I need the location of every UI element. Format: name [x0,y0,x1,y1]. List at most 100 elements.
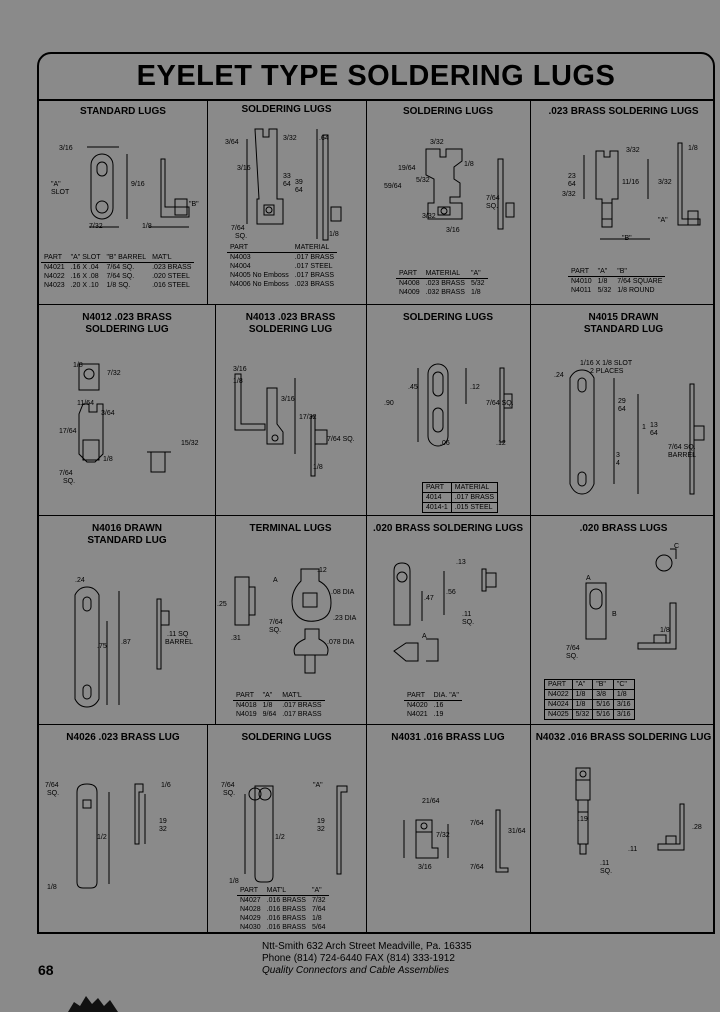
footer-address: Ntt-Smith 632 Arch Street Meadville, Pa.… [262,941,472,952]
dim-label: SQ. [600,868,613,875]
dim-label: 64 [295,187,303,194]
dim-label: 19/64 [398,165,416,172]
cell-title: .023 BRASS SOLDERING LUGS [548,106,699,117]
dim-label: .12 [470,384,480,391]
dim-label: .23 DIA [333,615,357,622]
cell-title: .020 BRASS LUGS [579,523,668,534]
cell-soldering-lugs-4014: SOLDERING LUGS .45 .90 .12 7/64 SQ. .06 … [366,304,530,515]
lug-drawing [585,548,677,650]
dim-label: 4 [616,460,620,467]
cell-n4032: N4032 .016 BRASS SOLDERING LUG .19 .28 .… [530,724,713,932]
dim-label: SLOT [51,189,70,196]
lug-drawing [246,128,342,241]
dim-label: .90 [384,400,394,407]
dim-label: 3/64 [101,410,115,417]
dim-label: 3/32 [658,179,672,186]
lug-drawing [417,363,513,447]
lug-drawing [78,363,171,473]
dim-label: 1/8 [688,145,698,152]
dim-label: A [586,575,591,582]
grid-line [207,99,208,304]
lug-drawing [234,568,332,674]
dim-label: 1/8 [660,627,670,634]
lug-drawing [425,148,515,230]
dim-label: 59/64 [384,183,402,190]
catalog-frame: EYELET TYPE SOLDERING LUGS STANDARD LUGS… [37,52,715,934]
dim-label: 17/32 [299,414,317,421]
dim-label: 23 [568,173,576,180]
cell-soldering-lugs-n4008: SOLDERING LUGS 3/32 19/64 1/8 5/32 59/64… [366,99,530,304]
dim-label: 3/16 [59,145,73,152]
dim-label: 15/32 [181,440,199,447]
dim-label: 7/64 [221,782,235,789]
dim-label: 29 [618,398,626,405]
dim-label: 7/64 SQ. [486,400,514,407]
dim-label: .19 [578,816,588,823]
dim-label: 1/8 [229,878,239,885]
dim-label: 32 [317,826,325,833]
cell-title: N4013 .023 BRASS SOLDERING LUG [245,312,336,335]
cell-terminal-lugs: TERMINAL LUGS A .12 .08 DIA .25 7/64 SQ.… [215,515,366,724]
dim-label: .06 [440,440,450,447]
dim-label: .11 [628,846,638,853]
dim-label: 1/8 [73,362,83,369]
dim-label: 1/8 [233,378,243,385]
grid-line [530,99,531,304]
grid-line [39,724,713,725]
lug-drawing [583,142,701,240]
dim-label: 3/32 [283,135,297,142]
dim-label: SQ. [47,790,60,797]
cell-020-brass-lugs: .020 BRASS LUGS C A B 7/64 SQ. 1/8 PART"… [530,515,713,724]
footer-phone: Phone (814) 724-6440 FAX (814) 333-1912 [262,953,455,964]
footer-tagline: Quality Connectors and Cable Assemblies [262,965,449,976]
cell-title: N4016 DRAWN STANDARD LUG [87,523,167,546]
cell-title: N4031 .016 BRASS LUG [391,732,505,743]
dim-label: 3/16 [281,396,295,403]
grid-line [39,515,713,516]
cell-soldering-lugs-n4003: SOLDERING LUGS 3/64 3/32 .64 3/16 33 64 … [207,99,366,304]
cell-title: STANDARD LUGS [80,106,166,117]
dim-label: .078 DIA [327,639,355,646]
company-footer: Ntt-Smith 632 Arch Street Meadville, Pa.… [262,941,472,977]
dim-label: 9/16 [131,181,145,188]
dim-label: 7/64 [486,195,500,202]
dim-label: .11 [600,860,610,867]
dim-label: SQ. [223,790,236,797]
cell-n4012: N4012 .023 BRASS SOLDERING LUG 1/8 7/32 … [39,304,215,515]
dim-label: 1/16 X 1/8 SLOT [580,360,633,367]
cell-n4015: N4015 DRAWN STANDARD LUG 1/16 X 1/8 SLOT… [530,304,713,515]
page-title: EYELET TYPE SOLDERING LUGS [39,54,713,101]
dim-label: BARREL [668,452,697,459]
dim-label: .28 [692,824,702,831]
dim-label: .12 [496,440,506,447]
dim-label: 1 [642,424,646,431]
dim-label: .24 [75,577,85,584]
dim-label: .11 [462,611,472,618]
dim-label: 13 [650,422,658,429]
dim-label: 32 [159,826,167,833]
dim-label: 19 [317,818,325,825]
dim-label: 64 [283,181,291,188]
dim-label: 7/64 [470,820,484,827]
dim-label: 64 [568,181,576,188]
dim-label: 3/16 [418,864,432,871]
dim-label: 7/64 [45,782,59,789]
lug-drawing [393,562,497,662]
dim-label: 1/2 [97,834,107,841]
dim-label: .64 [319,135,329,142]
cell-title: N4026 .023 BRASS LUG [66,732,180,743]
grid-line [207,724,208,932]
dim-label: 7/64 [59,470,73,477]
page-number: 68 [38,962,54,978]
dim-label: 11/16 [622,179,639,186]
company-logo-icon [68,996,118,1012]
lug-drawing [74,586,170,708]
lug-drawing [76,783,146,889]
dim-label: "A" [658,217,668,224]
cell-title: TERMINAL LUGS [249,523,332,534]
